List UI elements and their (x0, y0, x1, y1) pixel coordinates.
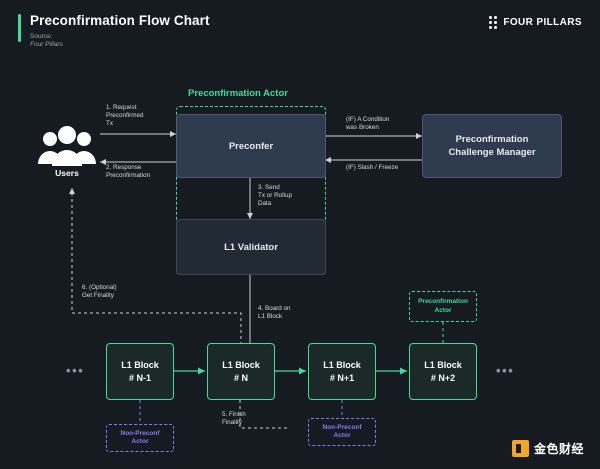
diagram-canvas: Users Preconfirmation Actor Preconfer L1… (0, 56, 600, 469)
label-step2: 2. Response Preconfirmation (106, 164, 150, 180)
label-slash-freeze-line1: (IF) Slash / Freeze (346, 164, 399, 171)
footer-logo-mark-icon (511, 440, 529, 457)
node-l1-block-n-plus-2-line2: # N+2 (430, 372, 456, 383)
label-step2-line1: 2. Response (106, 164, 142, 171)
node-l1-block-n-minus-1-line2: # N-1 (128, 372, 151, 383)
node-challenge-manager-line2: Challenge Manager (448, 147, 536, 158)
users-icon (36, 124, 98, 170)
label-step4-line1: 4. Board on (258, 305, 291, 312)
accent-bar (18, 14, 21, 42)
label-step4-line2: L1 Block (258, 313, 283, 321)
label-slash-freeze: (IF) Slash / Freeze (346, 164, 398, 172)
chip-non-preconf-actor-b-line2: Actor (333, 432, 351, 439)
node-l1-block-n-plus-1-line2: # N+1 (329, 372, 355, 383)
label-step1-line1: 1. Request (106, 104, 137, 111)
connector-wires (69, 131, 444, 429)
label-step1: 1. Request Preconfirmed Tx (106, 104, 143, 129)
footer-logo: 金色财经 (511, 440, 584, 457)
node-preconfer-label: Preconfer (228, 140, 274, 152)
label-step4: 4. Board on L1 Block (258, 305, 291, 321)
chip-preconfirmation-actor: Preconfirmation Actor (409, 291, 477, 322)
ellipsis-right: ••• (496, 363, 515, 378)
node-challenge-manager-line1: Preconfirmation (455, 134, 529, 145)
label-step2-line2: Preconfirmation (106, 172, 151, 180)
ellipsis-left: ••• (66, 363, 85, 378)
node-l1-block-n-line2: # N (233, 372, 248, 383)
node-challenge-manager[interactable]: Preconfirmation Challenge Manager (422, 114, 562, 178)
chip-non-preconf-actor-a-line2: Actor (131, 438, 149, 445)
node-l1-block-n-plus-2[interactable]: L1 Block # N+2 (409, 343, 477, 400)
chip-preconfirmation-actor-line1: Preconfirmation (418, 298, 468, 305)
label-condition-broken-line1: (IF) A Condition (346, 116, 390, 123)
label-condition-broken: (IF) A Condition was Broken (346, 116, 389, 132)
brand-text: FOUR PILLARS (503, 17, 582, 28)
chip-non-preconf-actor-a: Non-Preconf Actor (106, 424, 174, 452)
source-label: Source: (30, 33, 53, 40)
node-l1-block-n-plus-1-line1: L1 Block (323, 359, 361, 370)
node-l1-validator-label: L1 Validator (224, 241, 278, 253)
label-step1-line2: Preconfirmed (106, 112, 144, 120)
node-l1-block-n-plus-2-line1: L1 Block (424, 359, 462, 370)
label-step3: 3. Send Tx or Rollup Data (258, 184, 292, 209)
label-step5-line2: Finality (222, 419, 242, 427)
chip-non-preconf-actor-b: Non-Preconf Actor (308, 418, 376, 446)
node-l1-block-n-line1: L1 Block (222, 359, 260, 370)
label-step6: 6. (Optional) Get Finality (82, 284, 117, 300)
chip-non-preconf-actor-a-line1: Non-Preconf (120, 429, 160, 437)
node-l1-block-n[interactable]: L1 Block # N (207, 343, 275, 400)
source-value: Four Pillars (30, 41, 63, 48)
label-step3-line2: Tx or Rollup (258, 192, 292, 200)
brand-dots-icon (489, 16, 498, 29)
node-l1-block-n-minus-1[interactable]: L1 Block # N-1 (106, 343, 174, 400)
label-step5-line1: 5. Finish (222, 411, 246, 418)
footer-logo-text: 金色财经 (533, 442, 584, 456)
label-step6-line1: 6. (Optional) (82, 284, 117, 291)
label-step5: 5. Finish Finality (222, 411, 246, 427)
label-step3-line1: 3. Send (258, 184, 280, 191)
label-step6-line2: Get Finality (82, 292, 114, 300)
chip-non-preconf-actor-b-line1: Non-Preconf (322, 423, 362, 431)
label-condition-broken-line2: was Broken (346, 124, 379, 132)
page-title: Preconfirmation Flow Chart (30, 13, 210, 28)
label-step3-line3: Data (258, 200, 272, 208)
header: Preconfirmation Flow Chart Source: Four … (0, 0, 600, 56)
brand: FOUR PILLARS (489, 16, 582, 29)
node-preconfer[interactable]: Preconfer (176, 114, 326, 178)
label-step1-line3: Tx (106, 120, 113, 128)
node-l1-validator[interactable]: L1 Validator (176, 219, 326, 275)
chip-preconfirmation-actor-line2: Actor (434, 306, 452, 314)
users-label: Users (55, 168, 79, 178)
preconfirmation-actor-title: Preconfirmation Actor (188, 88, 288, 99)
node-l1-block-n-plus-1[interactable]: L1 Block # N+1 (308, 343, 376, 400)
node-l1-block-n-minus-1-line1: L1 Block (121, 359, 159, 370)
